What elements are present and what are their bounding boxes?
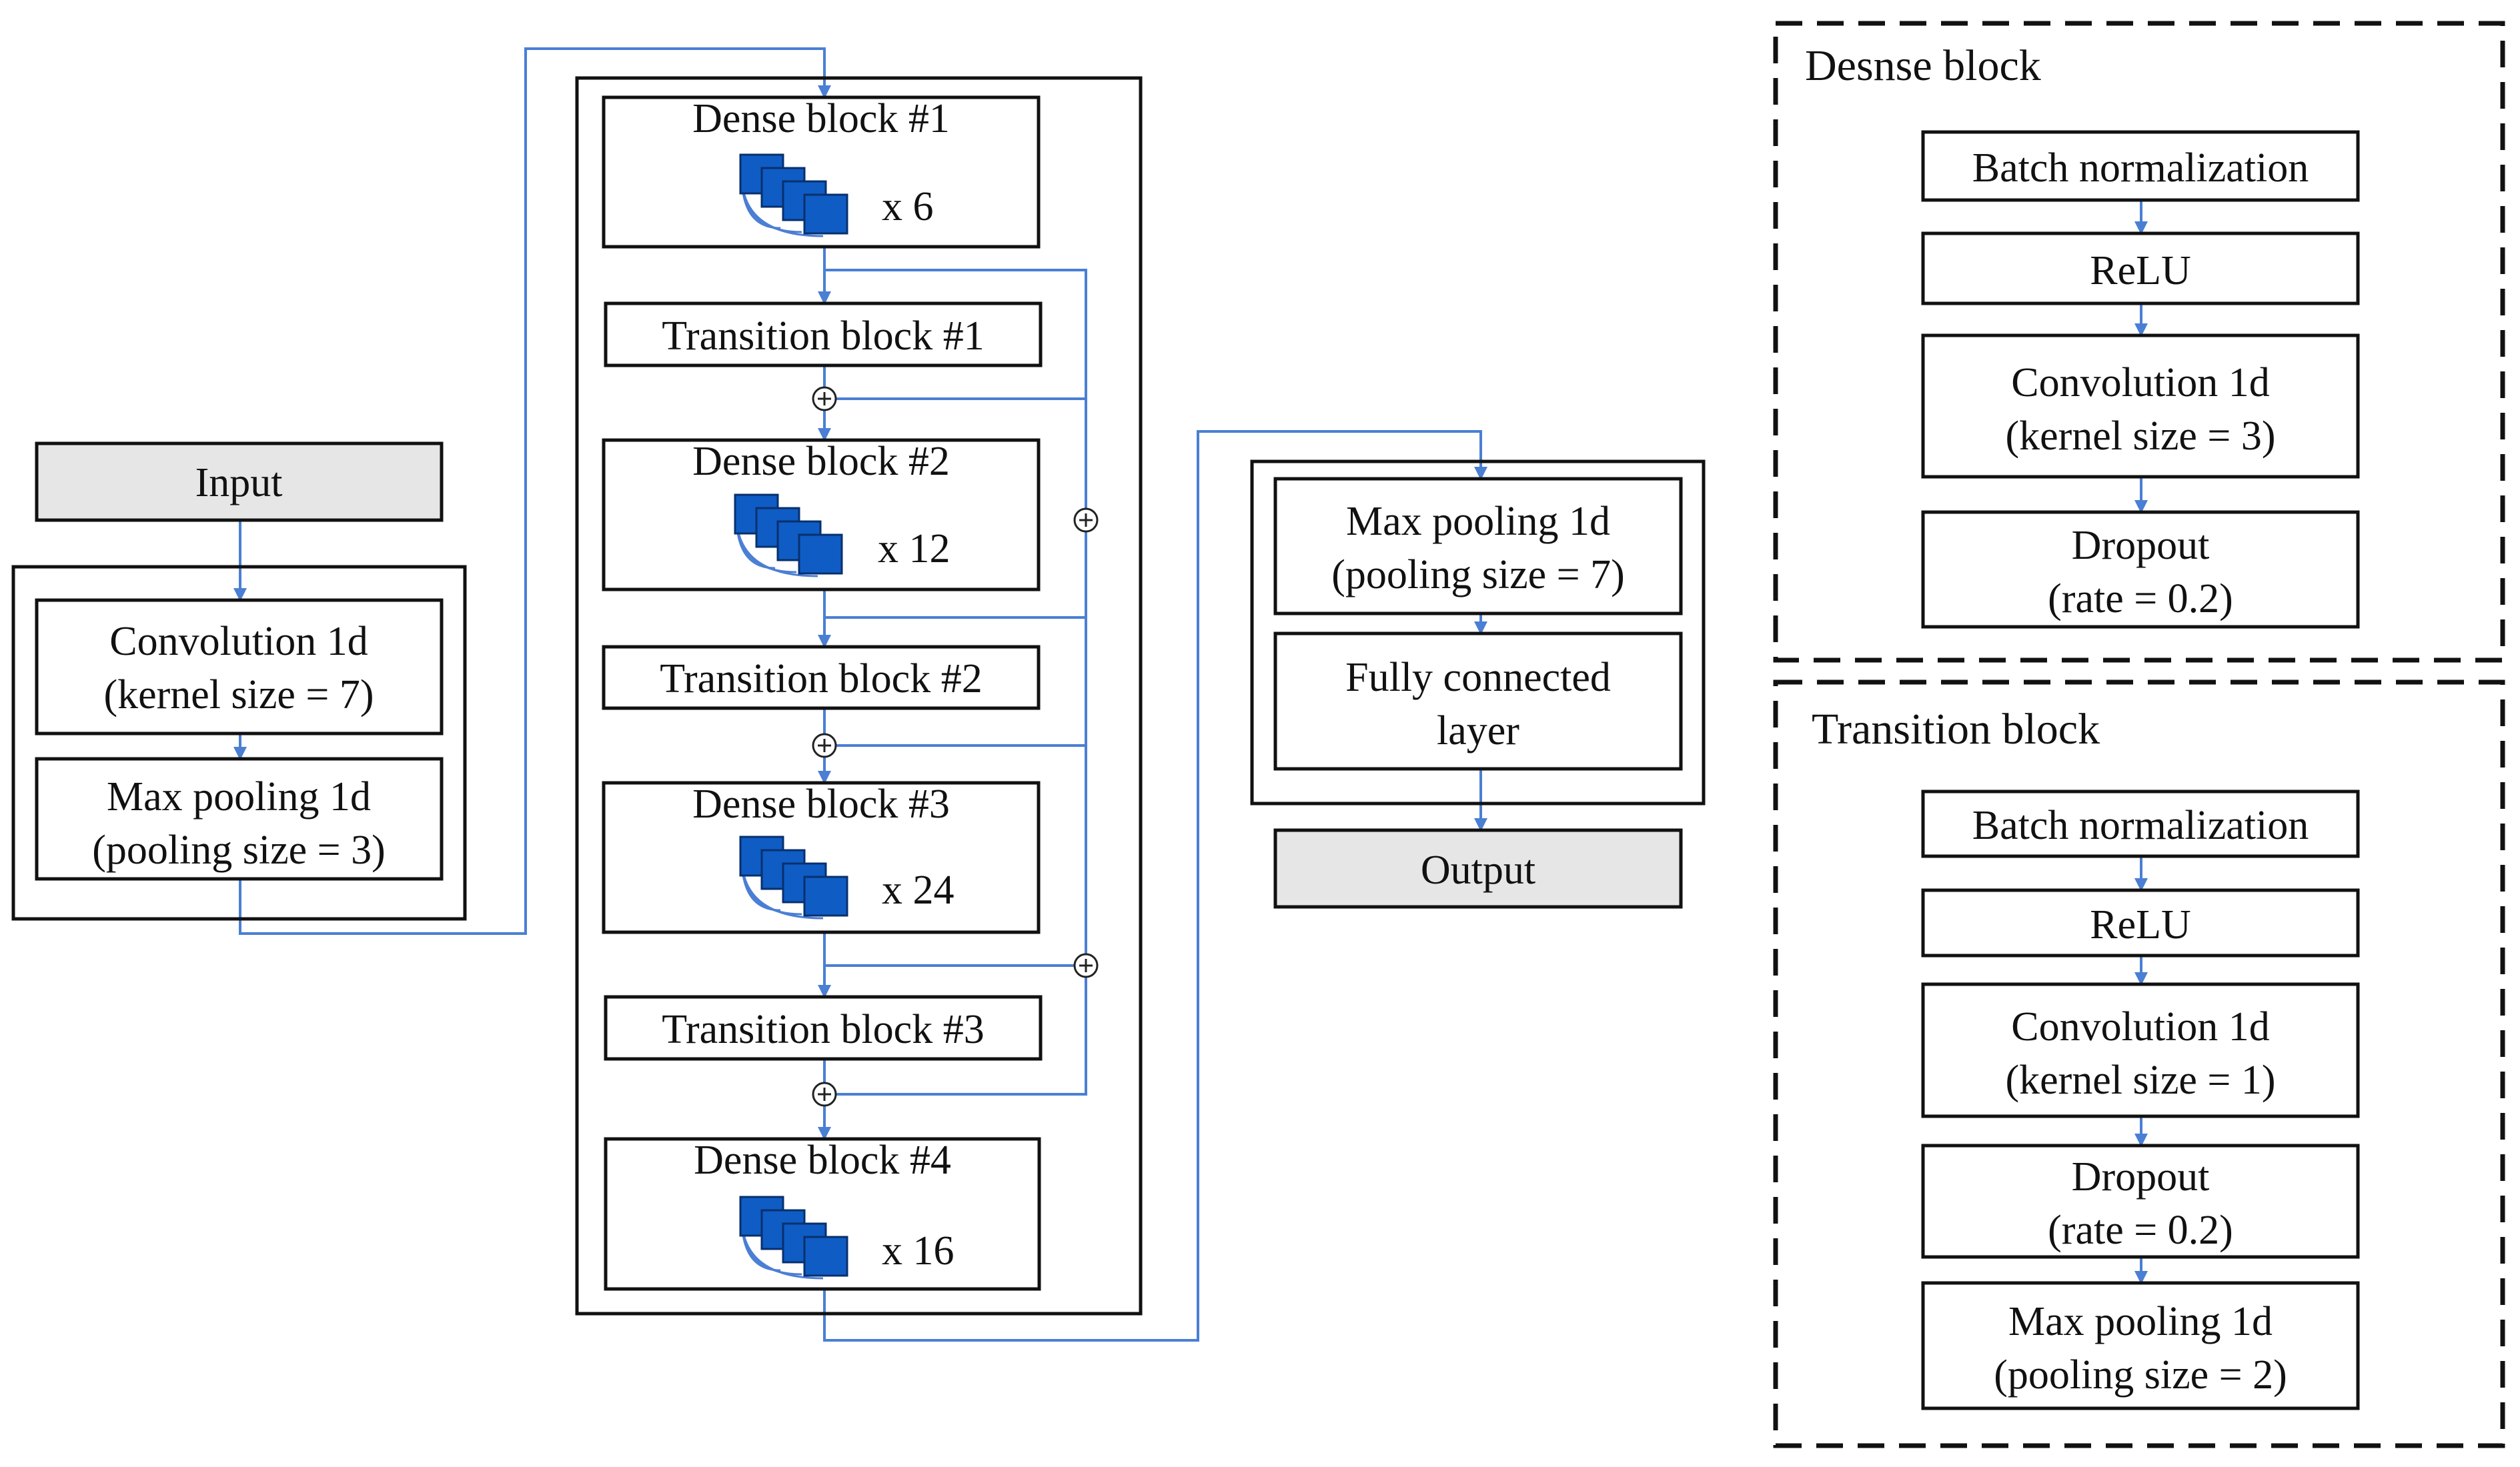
input-label: Input [195,460,283,505]
dense-block-3: Dense block #3 x 24 [602,781,1041,934]
legend-dense-item: Convolution 1d [2011,360,2270,405]
circled-plus-icon [812,386,837,411]
dense-block-label: Dense block #2 [692,439,950,484]
legend-dense-title: Desnse block [1805,41,2041,90]
stacked-layers-icon [739,836,848,920]
circled-plus-icon [1073,953,1099,978]
dense-stack-frame [575,76,1143,1316]
stacked-layers-icon [739,153,848,237]
legend-transition-item-param: (kernel size = 1) [2005,1058,2275,1103]
head-pool-title: Max pooling 1d [1346,499,1610,544]
legend-transition-item: ReLU [2090,902,2191,948]
dense-block-repeat: x 6 [882,184,934,229]
dense-block-repeat: x 24 [882,868,955,913]
legend-transition-title: Transition block [1812,705,2100,754]
head-group: Max pooling 1d (pooling size = 7) Fully … [1250,459,1706,806]
transition-block-label: Transition block #3 [662,1007,984,1052]
legend-dense-item: ReLU [2090,248,2191,293]
stem-pool-title: Max pooling 1d [107,774,371,820]
dense-block-4: Dense block #4 x 16 [604,1137,1041,1291]
circled-plus-icon [1073,507,1099,533]
dense-block-2: Dense block #2 x 12 [602,438,1041,591]
head-pool-param: (pooling size = 7) [1331,552,1625,597]
fc-layer-title: Fully connected [1345,655,1611,700]
legend-dense-item: Dropout [2072,523,2210,568]
layer-square [803,1236,848,1277]
dense-block-repeat: x 12 [878,526,951,571]
output-label: Output [1421,848,1535,893]
legend-dense-item-param: (kernel size = 3) [2005,413,2275,459]
legend-transition-item: Max pooling 1d [2008,1299,2273,1344]
transition-block-label: Transition block #2 [660,656,982,701]
transition-block-2: Transition block #2 [602,645,1041,710]
layer-square [803,876,848,917]
transition-block-3: Transition block #3 [604,995,1043,1061]
dense-block-label: Dense block #1 [692,96,950,141]
stem-pool-param: (pooling size = 3) [92,828,386,873]
legend-transition-item: Batch normalization [1972,803,2309,848]
transition-block-1: Transition block #1 [604,301,1043,367]
stacked-layers-icon [734,493,843,577]
output-node: Output [1273,828,1683,909]
legend-transition-item-param: (rate = 0.2) [2048,1208,2233,1253]
stem-group: Convolution 1d (kernel size = 7) Max poo… [11,565,467,921]
legend-transition-item-param: (pooling size = 2) [1994,1352,2287,1398]
legend-dense-item-param: (rate = 0.2) [2048,576,2233,621]
legend-transition-item: Dropout [2072,1154,2210,1200]
legend-transition-item: Convolution 1d [2011,1004,2270,1050]
dense-block-repeat: x 16 [882,1228,955,1274]
dense-block-1: Dense block #1 x 6 [602,95,1041,249]
stem-conv-title: Convolution 1d [109,619,368,664]
layer-square [798,533,843,575]
legend-transition-block: Transition block Batch normalization ReL… [1773,679,2505,1448]
circled-plus-icon [812,733,837,758]
connectors [233,47,2148,1342]
transition-block-label: Transition block #1 [662,313,984,359]
layer-square [803,193,848,235]
stem-conv-param: (kernel size = 7) [103,672,374,717]
dense-block-label: Dense block #4 [694,1138,951,1183]
legend-dense-block: Desnse block Batch normalization ReLU Co… [1773,21,2505,663]
dense-block-label: Dense block #3 [692,782,950,827]
fc-layer-title-line2: layer [1437,708,1519,754]
circled-plus-icon [812,1082,837,1107]
stacked-layers-icon [739,1196,848,1280]
legend-dense-item: Batch normalization [1972,145,2309,191]
input-node: Input [35,441,444,522]
